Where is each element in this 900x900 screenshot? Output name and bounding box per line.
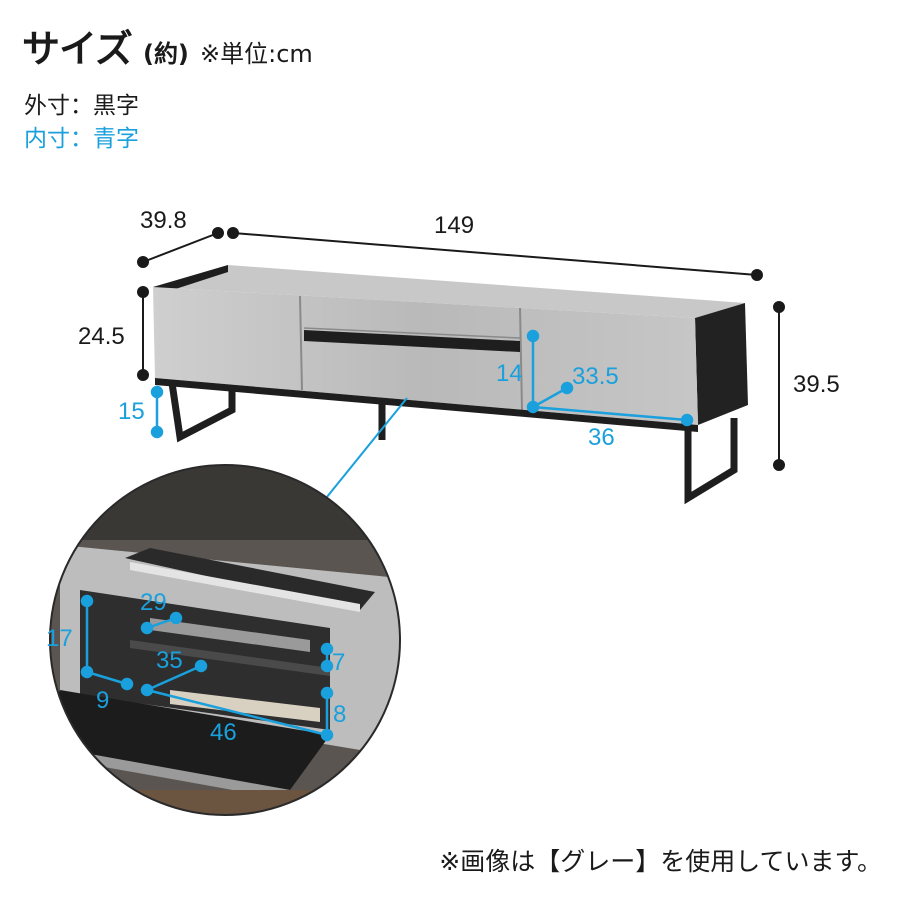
outer-dimensions	[137, 227, 785, 471]
door-divider-right	[519, 307, 523, 411]
dim-side-height: 14	[496, 360, 523, 387]
board-top	[153, 265, 745, 318]
callout-line	[317, 397, 408, 509]
leg-right-front	[684, 418, 738, 505]
legend-outer: 外寸：黒字	[24, 93, 139, 119]
dimension-legend: 外寸：黒字 内寸：青字	[24, 90, 139, 156]
dim-side-width: 36	[588, 424, 615, 451]
dim-leg-clearance: 15	[118, 398, 145, 425]
page-title: サイズ	[22, 27, 133, 71]
board-bottom-frame	[155, 378, 698, 432]
detail-circle-border	[49, 464, 401, 816]
detail-view	[50, 465, 400, 815]
drawer-handle-strip	[304, 330, 520, 352]
legend-inner: 内寸：青字	[24, 126, 139, 152]
detail-dimensions	[80, 594, 334, 742]
dim-body-height: 24.5	[78, 323, 125, 350]
approx-label: (約)	[142, 40, 189, 68]
dim-width: 149	[434, 212, 474, 239]
unit-label: ※単位:cm	[200, 40, 313, 68]
drawer-seam	[303, 327, 521, 339]
board-left-cap	[153, 265, 228, 294]
dim-detail-width: 46	[210, 719, 237, 746]
tv-board	[153, 265, 748, 505]
dim-detail-height: 17	[46, 625, 73, 652]
dim-detail-low-height: 8	[333, 701, 346, 728]
door-divider-left	[299, 295, 303, 391]
inner-dimensions	[150, 329, 694, 439]
dim-detail-small-height: 7	[332, 649, 345, 676]
dim-side-depth: 33.5	[572, 363, 619, 390]
dim-detail-depth: 35	[156, 647, 183, 674]
board-right-panel	[695, 303, 748, 425]
dim-height: 39.5	[793, 371, 840, 398]
dim-detail-side-width: 9	[96, 687, 109, 714]
dim-depth: 39.8	[140, 207, 187, 234]
leg-left-front	[168, 382, 236, 443]
header: サイズ (約) ※単位:cm	[22, 18, 313, 73]
dim-detail-drawer-depth: 29	[140, 589, 167, 616]
image-note: ※画像は【グレー】を使用しています。	[439, 847, 882, 876]
